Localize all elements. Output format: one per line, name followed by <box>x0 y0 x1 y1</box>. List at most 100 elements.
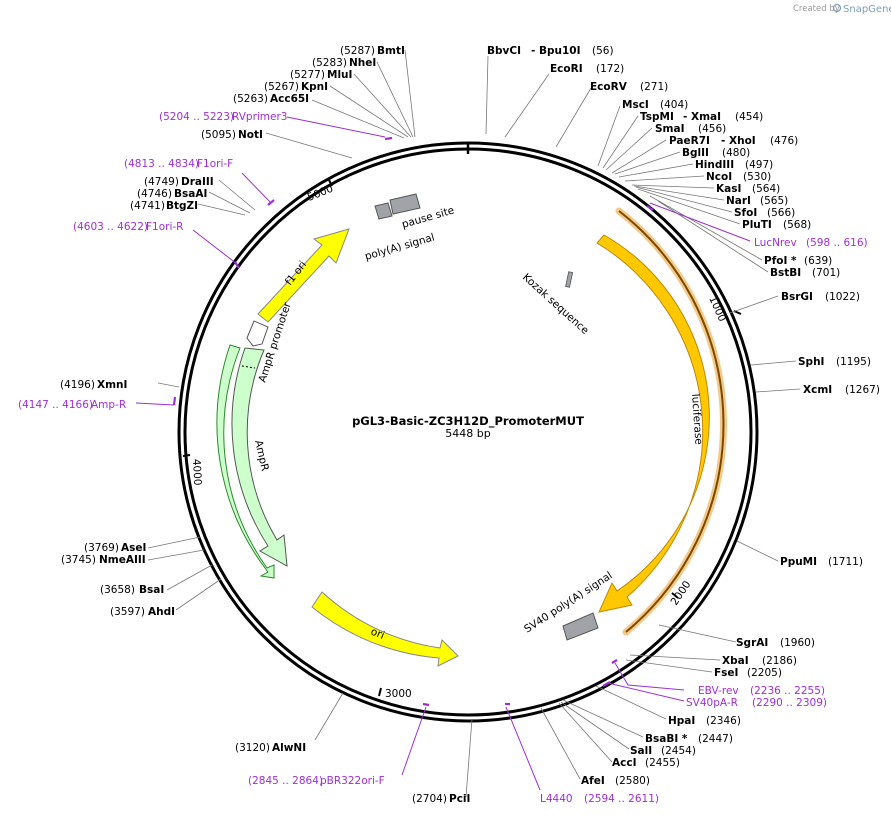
site-xmai[interactable]: XmaI <box>691 111 721 123</box>
site-nari-pos: (565) <box>760 195 788 207</box>
site-sfoi[interactable]: SfoI <box>734 207 757 219</box>
site-acci-pos: (2455) <box>645 757 680 769</box>
primer-f1orir[interactable]: F1ori-R <box>146 221 183 233</box>
site-xhoi[interactable]: XhoI <box>729 135 756 147</box>
site-ecori[interactable]: EcoRI <box>550 63 583 75</box>
site-ecorv[interactable]: EcoRV <box>590 81 628 93</box>
site-msci[interactable]: MscI <box>622 99 649 111</box>
primer-ebvrev[interactable]: EBV-rev <box>698 685 739 697</box>
site-nhei[interactable]: NheI <box>349 57 376 69</box>
tick-label-3000: 3000 <box>385 688 412 700</box>
primer-ampr[interactable]: Amp-R <box>91 399 126 411</box>
site-xcmi[interactable]: XcmI <box>803 384 832 396</box>
site-acc65i[interactable]: Acc65I <box>270 93 309 105</box>
primer-lucnrev[interactable]: LucNrev <box>754 237 797 249</box>
primer-rvprimer3[interactable]: RVprimer3 <box>232 111 288 123</box>
site-nari[interactable]: NarI <box>726 195 751 207</box>
primer-sv40par[interactable]: SV40pA-R <box>686 697 738 709</box>
ori-feature-arrow[interactable] <box>311 591 459 667</box>
site-noti[interactable]: NotI <box>238 129 263 141</box>
site-xmai-dash: - <box>683 111 687 123</box>
site-kasi[interactable]: KasI <box>716 183 741 195</box>
primer-l4440[interactable]: L4440 <box>540 793 573 805</box>
site-xmni-pos: (4196) <box>60 379 95 391</box>
site-paer7i[interactable]: PaeR7I <box>669 135 710 147</box>
luciferase-feature-arrow[interactable] <box>596 234 710 613</box>
site-bsabi-pos: (2447) <box>698 733 733 745</box>
site-alwni[interactable]: AlwNI <box>272 742 306 754</box>
ampr-label: AmpR <box>252 439 271 472</box>
primer-pbr322[interactable]: pBR322ori-F <box>320 775 385 787</box>
site-draiii-pos: (4749) <box>144 176 179 188</box>
site-sgrai-pos: (1960) <box>780 637 815 649</box>
tick-3000 <box>378 687 382 697</box>
primer-f1orif[interactable]: F1ori-F <box>197 158 233 170</box>
site-kpni[interactable]: KpnI <box>301 81 328 93</box>
site-xhoi-dash: - <box>721 135 725 147</box>
site-bsrgi[interactable]: BsrGI <box>781 291 813 303</box>
site-alwni-pos: (3120) <box>235 742 270 754</box>
site-bglii[interactable]: BglII <box>682 147 709 159</box>
sv40-polya-box[interactable] <box>562 612 599 641</box>
site-nmeaiii-pos: (3745) <box>61 554 96 566</box>
site-hpai[interactable]: HpaI <box>668 715 695 727</box>
primer-lucnrev-range: (598 .. 616) <box>806 237 868 249</box>
kozak-label: Kozak sequence <box>520 271 591 337</box>
primer-leader-lines <box>135 116 751 791</box>
site-ecorv-pos: (271) <box>640 81 668 93</box>
site-xbai-pos: (2186) <box>762 655 797 667</box>
site-ncoi[interactable]: NcoI <box>706 171 732 183</box>
site-ahdi[interactable]: AhdI <box>148 606 175 618</box>
tick-2000 <box>671 592 679 599</box>
site-bsaai[interactable]: BsaAI <box>174 188 207 200</box>
site-pcii[interactable]: PciI <box>449 793 470 805</box>
site-bsabi[interactable]: BsaBI * <box>645 733 688 745</box>
site-hpai-pos: (2346) <box>706 715 741 727</box>
f1-ori-feature-arrow[interactable] <box>257 228 350 323</box>
site-xmni[interactable]: XmnI <box>97 379 127 391</box>
primer-sv40par-range: (2290 .. 2309) <box>752 697 827 709</box>
pause-site-box[interactable] <box>389 193 421 215</box>
site-btgzi[interactable]: BtgZI <box>166 200 198 212</box>
site-bbvci[interactable]: BbvCI <box>487 45 521 57</box>
polya-signal-label: poly(A) signal <box>364 232 437 263</box>
site-smai-pos: (456) <box>698 123 726 135</box>
site-sphi[interactable]: SphI <box>798 356 824 368</box>
polya-signal-box[interactable] <box>374 202 393 220</box>
enzyme-leader-lines <box>147 49 801 798</box>
site-ppumi[interactable]: PpuMI <box>780 556 817 568</box>
site-sgrai[interactable]: SgrAI <box>736 637 768 649</box>
site-tspmi[interactable]: TspMI <box>640 111 674 123</box>
tick-label-5000: 5000 <box>306 183 335 204</box>
plasmid-size: 5448 bp <box>445 427 490 440</box>
site-fsei[interactable]: FseI <box>714 667 738 679</box>
site-asei-pos: (3769) <box>84 542 119 554</box>
site-xbai[interactable]: XbaI <box>722 655 749 667</box>
site-sali-pos: (2454) <box>661 745 696 757</box>
site-bpu10i[interactable]: Bpu10I <box>539 45 581 57</box>
ampr-feature-arrow[interactable] <box>231 347 288 567</box>
site-bsai[interactable]: BsaI <box>139 584 164 596</box>
site-acci[interactable]: AccI <box>612 757 636 769</box>
kozak-box[interactable] <box>565 271 574 288</box>
site-bstbi[interactable]: BstBI <box>770 267 801 279</box>
site-draiii[interactable]: DraIII <box>181 176 214 188</box>
primer-f1orif-range: (4813 .. 4834) <box>124 158 199 170</box>
site-asei[interactable]: AseI <box>121 542 146 554</box>
ori-label: ori <box>369 626 386 642</box>
primer-ebvrev-range: (2236 .. 2255) <box>750 685 825 697</box>
site-smai[interactable]: SmaI <box>655 123 685 135</box>
primer-markers <box>172 136 654 707</box>
site-bpu10i-dash: - <box>531 45 535 57</box>
site-bmti[interactable]: BmtI <box>377 45 405 57</box>
site-nmeaiii[interactable]: NmeAIII <box>99 554 146 566</box>
site-pluti[interactable]: PluTI <box>742 219 772 231</box>
site-sali[interactable]: SalI <box>630 745 652 757</box>
site-hindiii[interactable]: HindIII <box>695 159 734 171</box>
site-afei[interactable]: AfeI <box>581 775 605 787</box>
site-xhoi-pos: (476) <box>770 135 798 147</box>
site-pfoi[interactable]: PfoI * <box>764 255 797 267</box>
site-mlui[interactable]: MluI <box>327 69 352 81</box>
ampr-promoter-arrow[interactable] <box>246 320 269 347</box>
site-sphi-pos: (1195) <box>836 356 871 368</box>
